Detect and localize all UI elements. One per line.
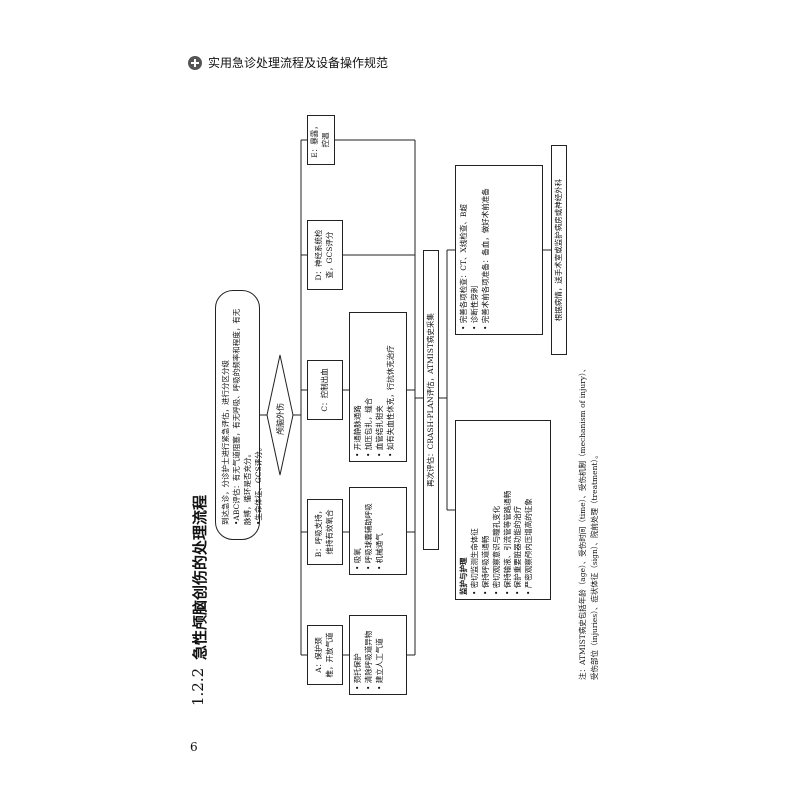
disposition-label: 根据病情，送手术室或监护病房或神经外科	[553, 178, 563, 322]
branch-c-label: C：控制出血	[319, 368, 329, 412]
disposition-box: 根据病情，送手术室或监护病房或神经外科	[551, 145, 567, 355]
reassessment-box: 再次评估：CRASH-PLAN评估，ATMIST病史采集	[423, 250, 439, 550]
monitor-item: 密切观察意识与瞳孔变化	[492, 425, 503, 595]
action-item: 吸氧	[353, 492, 364, 570]
branch-b-actions: 吸氧 呼吸球囊辅助呼吸 机械通气	[349, 487, 407, 575]
monitor-item: 保护重要脏器功能的治疗	[513, 425, 524, 595]
monitoring-box: 监护与护理 密切监测生命体征 保持呼吸道通畅 密切观察意识与瞳孔变化 保持输液、…	[455, 420, 551, 600]
footnote-line-2: 受伤部位（injuries）、症状体征（sign）、院前处理（treatment…	[590, 451, 599, 680]
branch-e-label: E：暴露，控温	[310, 122, 330, 158]
action-item: 机械通气	[375, 492, 386, 570]
head-injury-decision: 颅脑外伤	[276, 403, 285, 435]
header-title: 实用急诊处理流程及设备操作规范	[208, 56, 389, 70]
branch-c-actions: 开通静脉通路 加压包扎，缝合 血管结扎钳夹 如有失血性休克，行抗休克治疗	[349, 312, 407, 462]
branch-a-actions: 颈托保护 清除呼吸道异物 建立人工气道	[349, 615, 407, 695]
footnote: 注：ATMIST病史包括年龄（age）、受伤时间（time）、受伤机制（mech…	[577, 100, 601, 680]
action-item: 清除呼吸道异物	[364, 620, 375, 690]
exam-item: 诊断性穿刺	[470, 170, 481, 330]
branch-d-box: D：神经系统检查，GCS评分	[307, 220, 343, 290]
branch-c-box: C：控制出血	[307, 360, 343, 420]
exams-box: 完善各项检查：CT、X线检查、B超 诊断性穿刺 完善术前各项准备：备血，做好术前…	[455, 165, 543, 335]
action-item: 建立人工气道	[375, 620, 386, 690]
triage-line-2: •ABC评估：有无气道阻塞，有无呼吸、呼吸的频率和程度，有无脉搏，循环是否充分。	[231, 308, 252, 525]
exam-item: 完善术前各项准备：备血，做好术前准备	[481, 170, 492, 330]
action-item: 开通静脉通路	[353, 317, 364, 457]
flowchart-rotated: 1.2.2 急性颅脑创伤的处理流程	[185, 90, 615, 710]
action-item: 呼吸球囊辅助呼吸	[364, 492, 375, 570]
monitor-item: 密切监测生命体征	[470, 425, 481, 595]
exam-item: 完善各项检查：CT、X线检查、B超	[459, 170, 470, 330]
monitor-item: 保持输液、引流管等管路通畅	[503, 425, 514, 595]
branch-a-label: A：保护颈椎，开放气道	[314, 632, 334, 678]
monitor-item: 保持呼吸道通畅	[481, 425, 492, 595]
monitor-item: 严密观察颅内压增高的征象	[524, 425, 535, 595]
cross-circle-icon	[188, 55, 202, 70]
reassessment-label: 再次评估：CRASH-PLAN评估，ATMIST病史采集	[425, 313, 435, 487]
triage-assessment-box: 到达急诊，分诊护士进行紧急评估，进行分区分级 •ABC评估：有无气道阻塞，有无呼…	[215, 290, 263, 540]
branch-b-box: B：呼吸支持，维持有效氧合	[307, 499, 343, 565]
action-item: 血管结扎钳夹	[375, 317, 386, 457]
branch-a-box: A：保护颈椎，开放气道	[307, 625, 343, 685]
branch-e-box: E：暴露，控温	[307, 115, 335, 165]
page-header: 实用急诊处理流程及设备操作规范	[188, 54, 388, 71]
action-item: 加压包扎，缝合	[364, 317, 375, 457]
branch-b-label: B：呼吸支持，维持有效氧合	[314, 506, 334, 558]
footnote-line-1: 注：ATMIST病史包括年龄（age）、受伤时间（time）、受伤机制（mech…	[578, 364, 587, 680]
monitoring-title: 监护与护理	[459, 557, 468, 596]
connector-lines	[260, 139, 551, 656]
action-item: 如有失血性休克，行抗休克治疗	[386, 317, 397, 457]
triage-line-3: •生命体征、GCS评分。	[253, 443, 263, 525]
triage-line-1: 到达急诊，分诊护士进行紧急评估，进行分区分级	[221, 360, 230, 525]
page-number: 6	[190, 740, 198, 754]
action-item: 颈托保护	[353, 620, 364, 690]
branch-d-label: D：神经系统检查，GCS评分	[314, 229, 334, 281]
